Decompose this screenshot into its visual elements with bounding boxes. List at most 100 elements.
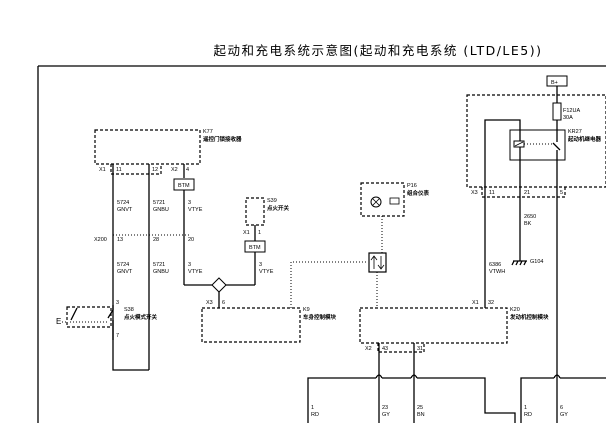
pin-label: 21: [524, 190, 530, 196]
pin-label: 32: [488, 300, 494, 306]
k77-module: K77 遥控门锁接收器 X1 11 12 X2 4: [94, 129, 242, 175]
pin-label: 4: [186, 167, 189, 173]
wire-color: VTYE: [188, 207, 203, 213]
wire-color: VTWH: [489, 269, 505, 275]
fuse-block-box: [466, 94, 606, 188]
wire-circuit: 3: [188, 262, 191, 268]
k20-name: 发动机控制模块: [509, 313, 549, 321]
s38-name: 点火模式开关: [124, 313, 158, 321]
wire-1-rd-left: [307, 377, 516, 423]
wire-1-rd-right: [520, 377, 606, 423]
wire-circuit: 5724: [117, 262, 129, 268]
s38-box: [66, 306, 112, 328]
wire-circuit: 6: [560, 405, 563, 411]
serial-data-k9: [290, 261, 367, 308]
wire-color: GNBU: [153, 207, 169, 213]
x2-connector-shell: [377, 343, 425, 353]
s39-name: 点火开关: [267, 204, 290, 212]
pin-label: 1: [258, 230, 261, 236]
wire-crossover: [553, 374, 561, 379]
connector-label: X1: [472, 300, 479, 306]
pin-label: 3: [116, 300, 119, 306]
kr27-relay-box: [509, 129, 566, 161]
fuse-rating: 30A: [563, 115, 573, 121]
lamp-icon: [370, 196, 382, 208]
pin-label: 13: [117, 237, 123, 243]
pin-label: 31: [417, 346, 423, 352]
wire-circuit: 3: [188, 200, 191, 206]
e-label: E: [56, 317, 61, 326]
bidirectional-arrows: [370, 255, 385, 270]
relay-switch-contact: [552, 140, 561, 151]
connector-label: X3: [471, 190, 478, 196]
wire-circuit: 1: [524, 405, 527, 411]
wire-color: GNVT: [117, 207, 133, 213]
k77-connector-x1: X1: [99, 167, 106, 173]
connector-x1-shell: [110, 164, 162, 175]
wire-color: RD: [311, 412, 319, 418]
wire-coil-feed: [484, 119, 521, 187]
wire-color: RD: [524, 412, 532, 418]
s39-id: S39: [267, 198, 277, 204]
wire-circuit: 5724: [117, 200, 129, 206]
diagram-title: 起动和充电系统示意图(起动和充电系统 (LTD/LE5)): [213, 43, 543, 58]
pin-label: 11: [116, 167, 122, 173]
pin-label: 11: [489, 190, 495, 196]
p16-name: 组合仪表: [407, 189, 430, 197]
k20-box: [359, 307, 508, 344]
connector-label: X1: [243, 230, 250, 236]
p16-box: [360, 182, 405, 217]
lamp-filament: [372, 198, 380, 206]
wire-color: BK: [524, 221, 532, 227]
k77-name: 遥控门锁接收器: [203, 135, 242, 143]
wire-color: BN: [417, 412, 425, 418]
wire-crossover: [375, 374, 418, 379]
switch-contact-1: [70, 307, 78, 321]
wire-circuit: 6386: [489, 262, 501, 268]
wire-circuit: 1: [311, 405, 314, 411]
x200-label: X200: [94, 237, 107, 243]
k77-box: [94, 129, 201, 165]
btm-label: BTM: [178, 183, 190, 189]
x3-connector-shell: [481, 187, 566, 198]
wire-color: VTYE: [188, 269, 203, 275]
ground-icon: [511, 260, 527, 266]
wire-color: VTYE: [259, 269, 274, 275]
s38-id: S38: [124, 307, 134, 313]
k77-connector-x2: X2: [171, 167, 178, 173]
wire-color: GY: [560, 412, 568, 418]
kr27-name: 起动机继电器: [567, 135, 602, 143]
btm-label: BTM: [249, 245, 261, 251]
pin-label: 28: [153, 237, 159, 243]
serial-data-gateway-icon: [368, 252, 387, 273]
splice-diamond: [211, 277, 227, 293]
wire-color: GNVT: [117, 269, 133, 275]
coil-diagonal: [514, 141, 524, 147]
pin-label: 6: [222, 300, 225, 306]
wire-circuit: 3: [259, 262, 262, 268]
fuse-icon: [552, 102, 562, 121]
pin-label: 12: [152, 167, 158, 173]
p16-id: P16: [407, 183, 417, 189]
k9-id: K9: [303, 307, 310, 313]
wire-circuit: 23: [382, 405, 388, 411]
wire-circuit: 2650: [524, 214, 536, 220]
wire-s38-loop: [112, 340, 149, 371]
wire-circuit: 5721: [153, 200, 165, 206]
wire-color: GNBU: [153, 269, 169, 275]
connector-label: X2: [365, 346, 372, 352]
k20-id: K20: [510, 307, 520, 313]
fuse-id: F12UA: [563, 108, 580, 114]
connector-label: X3: [206, 300, 213, 306]
k9-box: [201, 307, 301, 343]
s39-box: [245, 197, 265, 226]
k77-id: K77: [203, 129, 213, 135]
wire-circuit: 5721: [153, 262, 165, 268]
bplus-label: B+: [551, 80, 558, 86]
pin-label: 20: [188, 237, 194, 243]
switch-contact-2: [107, 305, 114, 340]
kr27-id: KR27: [568, 129, 582, 135]
k9-name: 车身控制模块: [303, 313, 337, 321]
wire-color: GY: [382, 412, 390, 418]
